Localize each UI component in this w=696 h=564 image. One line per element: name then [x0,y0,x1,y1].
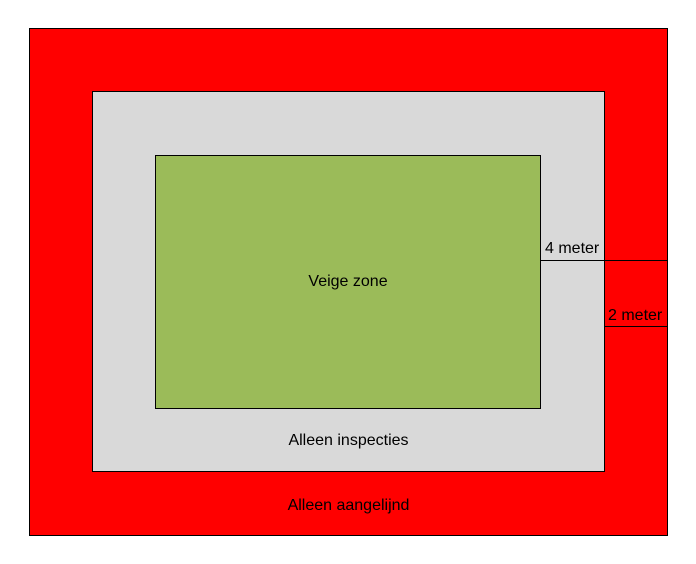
alleen-aangelijnd-label: Alleen aangelijnd [287,497,410,514]
alleen-inspecties-label: Alleen inspecties [288,432,409,449]
veige-zone-label: Veige zone [308,273,388,290]
dimension-line-4-meter [541,260,668,261]
dimension-label-2-meter: 2 meter [608,307,663,324]
zone-veige-zone [155,155,541,409]
dimension-label-4-meter: 4 meter [545,240,600,257]
dimension-line-2-meter [605,326,668,327]
outer-right-border [667,28,668,536]
